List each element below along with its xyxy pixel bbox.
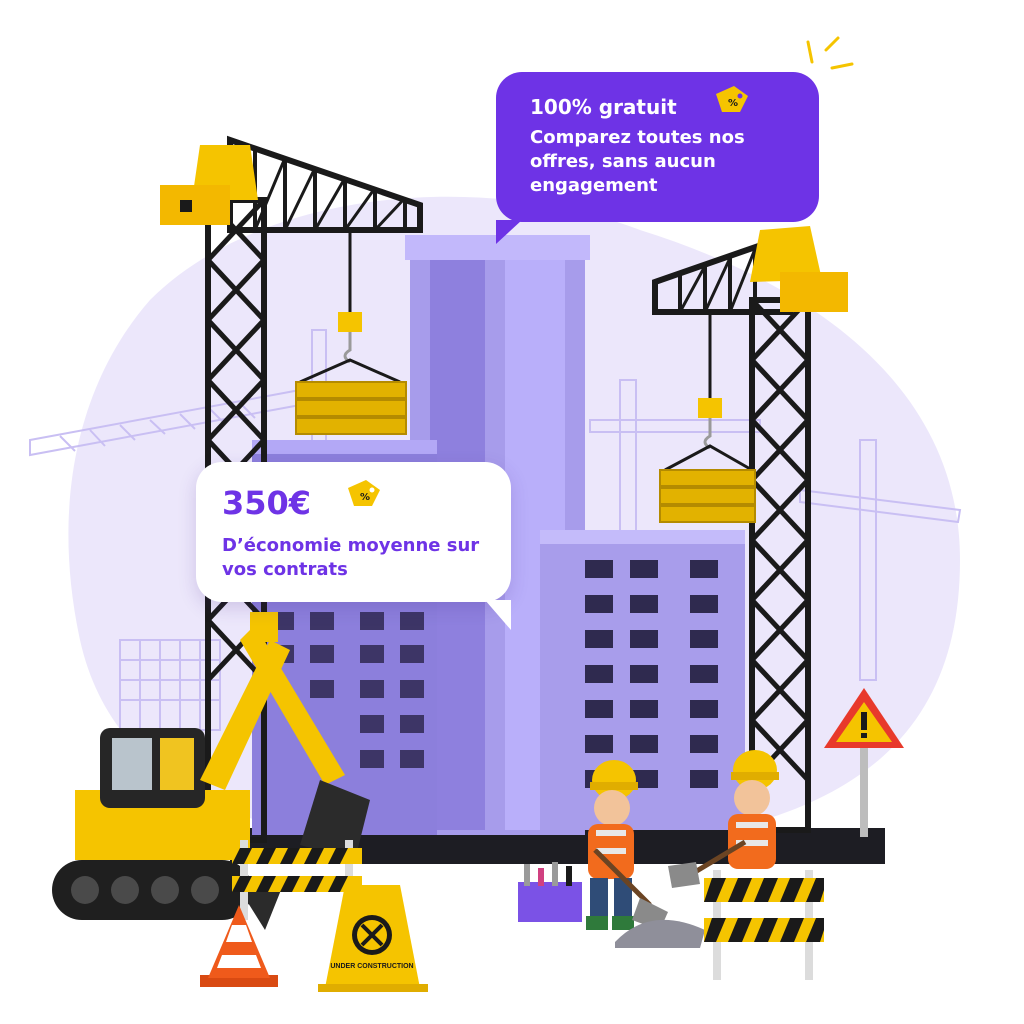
discount-tag-icon: % [348, 480, 380, 506]
under-construction-text: UNDER CONSTRUCTION [330, 963, 413, 970]
warning-sign [824, 688, 904, 837]
right-building [540, 530, 745, 830]
right-crane [652, 226, 848, 833]
savings-bubble: 350€ D’économie moyenne sur vos contrats [196, 462, 511, 630]
savings-bubble-tail [485, 600, 511, 630]
worker-right [615, 750, 779, 948]
svg-text:%: % [360, 492, 370, 503]
svg-text:%: % [728, 98, 738, 109]
promo-title: 100% gratuit [530, 95, 677, 119]
barricade-right [704, 870, 824, 980]
discount-tag-icon: % [716, 86, 748, 112]
promo-bubble: 100% gratuit Comparez toutes nos offres,… [496, 72, 819, 244]
savings-amount: 350€ [222, 484, 312, 522]
sparkle-marks [806, 36, 854, 70]
left-crane [160, 135, 423, 843]
barricade-left [232, 840, 362, 920]
traffic-cone [200, 905, 278, 987]
toolbox [518, 862, 582, 922]
promo-body: Comparez toutes nos offres, sans aucun e… [530, 127, 745, 196]
excavator [52, 612, 370, 930]
under-construction-sign: UNDER CONSTRUCTION [318, 885, 428, 992]
savings-body: D’économie moyenne sur vos contrats [222, 535, 480, 580]
promo-bubble-tail [496, 220, 522, 244]
